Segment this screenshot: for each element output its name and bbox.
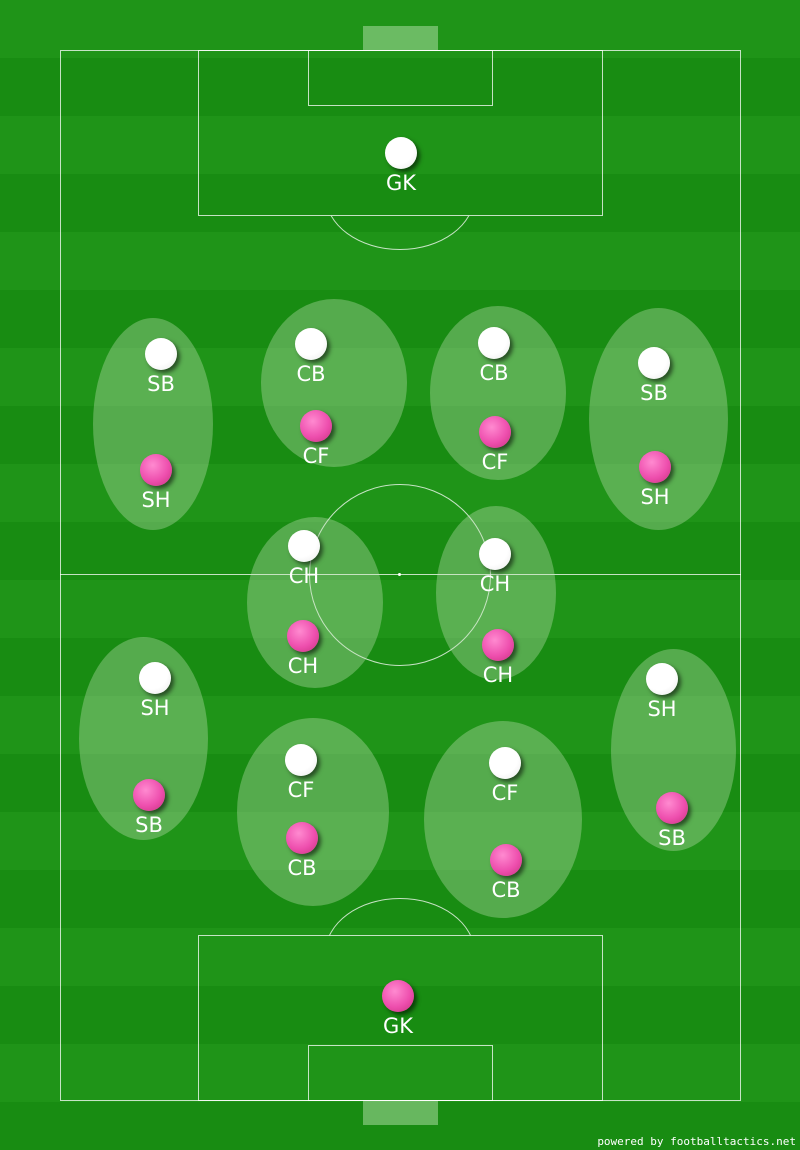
bottom-goal <box>363 1101 438 1125</box>
white-player-marker[interactable] <box>489 747 521 779</box>
player-role-label: CB <box>491 878 521 902</box>
player-role-label: CF <box>491 781 519 805</box>
matchup-zone <box>261 299 407 467</box>
player-role-label: GK <box>385 171 417 195</box>
player-role-label: CF <box>302 444 330 468</box>
white-player-marker[interactable] <box>139 662 171 694</box>
pink-player-marker[interactable] <box>287 620 319 652</box>
player-role-label: SB <box>135 813 163 837</box>
player-role-label: SH <box>141 488 171 512</box>
player-role-label: SB <box>640 381 668 405</box>
white-player-marker[interactable] <box>385 137 417 169</box>
player-role-label: CF <box>481 450 509 474</box>
player-role-label: CB <box>287 856 317 880</box>
white-player-marker[interactable] <box>646 663 678 695</box>
pink-player-marker[interactable] <box>300 410 332 442</box>
bottom-goal-box <box>308 1045 493 1101</box>
white-player-marker[interactable] <box>288 530 320 562</box>
matchup-zone <box>589 308 728 530</box>
player-role-label: SH <box>140 696 170 720</box>
player-role-label: GK <box>382 1014 414 1038</box>
player-role-label: CH <box>288 564 320 588</box>
white-player-marker[interactable] <box>478 327 510 359</box>
player-role-label: SB <box>147 372 175 396</box>
player-role-label: CH <box>479 572 511 596</box>
pink-player-marker[interactable] <box>382 980 414 1012</box>
pink-player-marker[interactable] <box>656 792 688 824</box>
pink-player-marker[interactable] <box>140 454 172 486</box>
player-role-label: CB <box>296 362 326 386</box>
pink-player-marker[interactable] <box>482 629 514 661</box>
player-role-label: SB <box>658 826 686 850</box>
pink-player-marker[interactable] <box>639 451 671 483</box>
white-player-marker[interactable] <box>145 338 177 370</box>
top-goal <box>363 26 438 50</box>
white-player-marker[interactable] <box>295 328 327 360</box>
player-role-label: SH <box>647 697 677 721</box>
top-goal-box <box>308 50 493 106</box>
pink-player-marker[interactable] <box>479 416 511 448</box>
pink-player-marker[interactable] <box>490 844 522 876</box>
player-role-label: SH <box>640 485 670 509</box>
player-role-label: CH <box>287 654 319 678</box>
pink-player-marker[interactable] <box>286 822 318 854</box>
white-player-marker[interactable] <box>638 347 670 379</box>
player-role-label: CB <box>479 361 509 385</box>
white-player-marker[interactable] <box>285 744 317 776</box>
center-spot <box>398 573 401 576</box>
pink-player-marker[interactable] <box>133 779 165 811</box>
center-circle <box>309 484 491 666</box>
credit-text: powered by footballtactics.net <box>597 1135 796 1148</box>
player-role-label: CH <box>482 663 514 687</box>
white-player-marker[interactable] <box>479 538 511 570</box>
player-role-label: CF <box>287 778 315 802</box>
